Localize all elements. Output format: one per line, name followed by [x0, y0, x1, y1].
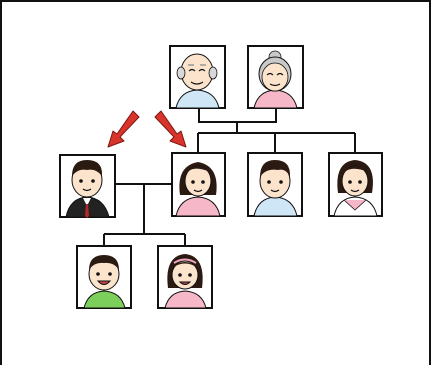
tree-connectors	[103, 108, 356, 246]
arrow-son-in-law-icon	[107, 110, 140, 148]
girl-portrait-icon	[157, 245, 213, 309]
arrow-daughter-icon	[154, 110, 187, 148]
woman-pink-portrait-icon	[171, 152, 226, 217]
grandfather-portrait-icon	[169, 45, 226, 109]
young-man-portrait-icon	[247, 152, 303, 217]
boy-portrait-icon	[76, 245, 132, 309]
man-in-suit-portrait-icon	[59, 154, 116, 218]
connector-grandparents	[198, 108, 277, 123]
young-woman-portrait-icon	[328, 152, 383, 217]
grandmother-portrait-icon	[247, 45, 304, 109]
